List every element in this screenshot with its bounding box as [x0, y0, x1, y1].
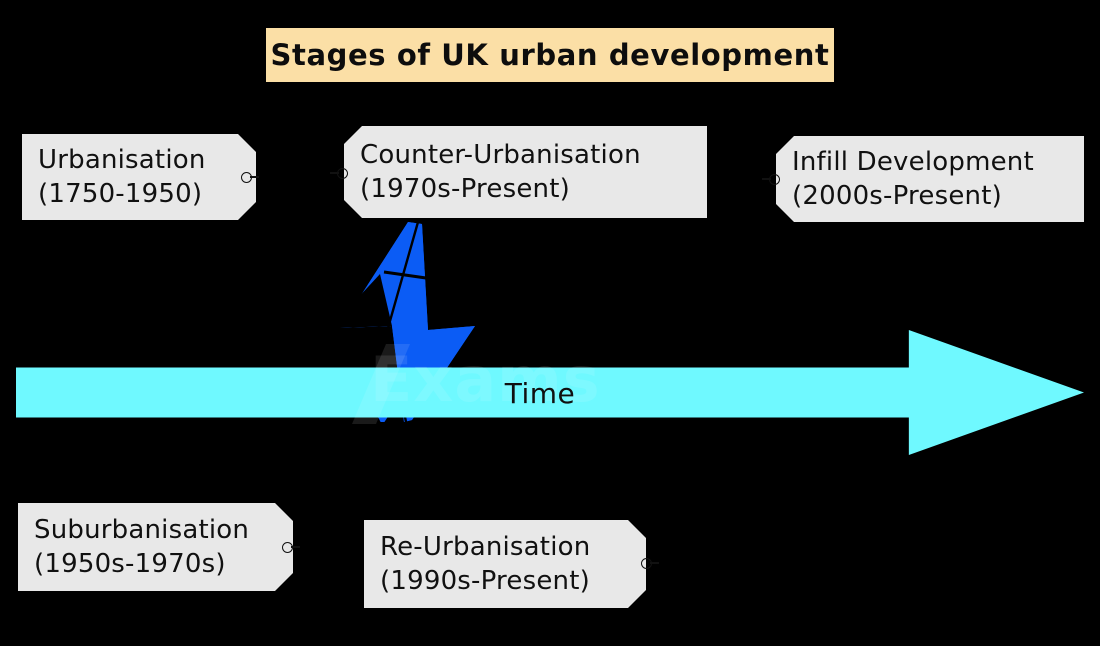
- time-axis-arrow: [16, 330, 1084, 455]
- stage-name: Re-Urbanisation: [380, 531, 591, 562]
- stage-name: Urbanisation: [38, 144, 206, 175]
- tag-stub-icon: [650, 562, 659, 564]
- stage-period: (2000s-Present): [792, 181, 1002, 211]
- stage-period: (1750-1950): [38, 179, 203, 209]
- stage-period: (1970s-Present): [360, 174, 570, 204]
- stage-tag-infill-development[interactable]: Infill Development (2000s-Present): [776, 136, 1084, 222]
- stage-period: (1950s-1970s): [34, 549, 226, 579]
- stage-tag-urbanisation[interactable]: Urbanisation (1750-1950): [22, 134, 256, 220]
- stage-name: Infill Development: [792, 146, 1034, 177]
- page-title: Stages of UK urban development: [270, 38, 830, 72]
- tag-stub-icon: [291, 546, 300, 548]
- stage-period: (1990s-Present): [380, 566, 590, 596]
- stage-tag-counter-urbanisation[interactable]: Counter-Urbanisation (1970s-Present): [344, 126, 707, 218]
- diagram-title-banner: Stages of UK urban development: [266, 28, 834, 82]
- tag-stub-icon: [762, 178, 771, 180]
- tag-stub-icon: [330, 172, 339, 174]
- stage-tag-re-urbanisation[interactable]: Re-Urbanisation (1990s-Present): [364, 520, 646, 608]
- tag-stub-icon: [250, 176, 259, 178]
- stage-name: Counter-Urbanisation: [360, 139, 641, 170]
- stage-name: Suburbanisation: [34, 514, 250, 545]
- bolt-tick-icon: [377, 415, 389, 422]
- stage-tag-suburbanisation[interactable]: Suburbanisation (1950s-1970s): [18, 503, 293, 591]
